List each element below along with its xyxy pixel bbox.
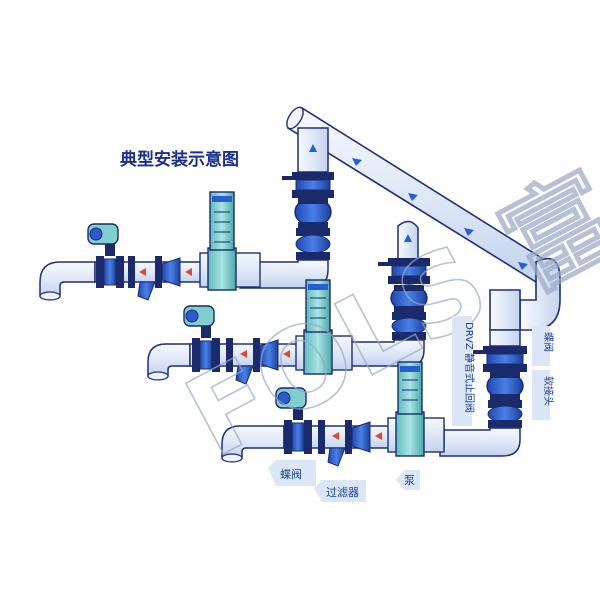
callout-flexible-joint: 软接头: [532, 370, 555, 420]
callout-butterfly-valve-right: 蝶阀: [532, 326, 555, 366]
pump1-motor: [209, 191, 235, 251]
riser-2: [344, 220, 430, 367]
callout-check-valve: DRVZ 静音式止回阀: [452, 316, 476, 426]
callout-pump: 泵: [396, 470, 420, 490]
riser3-butterfly-valve: [473, 346, 527, 372]
pump-1: [199, 191, 261, 291]
riser2-check-valve: [390, 284, 428, 312]
line1-butterfly-valve: [87, 223, 124, 288]
riser2-butterfly-valve: [378, 258, 430, 284]
diagram-title: 典型安装示意图: [120, 149, 239, 170]
line3-butterfly-valve: [275, 387, 312, 454]
line1-filter: [128, 256, 162, 301]
riser-3: [439, 329, 527, 457]
label-butterfly-valve-right: 蝶阀: [542, 332, 555, 352]
line2-filter: [226, 338, 260, 385]
callout-butterfly-valve-bottom: 蝶阀: [268, 460, 316, 486]
pump2-motor: [305, 279, 331, 333]
line2-butterfly-valve: [183, 305, 220, 372]
pump-2: [295, 279, 353, 375]
header-flow-arrows: [352, 158, 528, 270]
riser2-flexible-joint: [391, 312, 427, 340]
label-filter: 过滤器: [326, 486, 359, 499]
riser1-check-valve: [294, 197, 332, 228]
riser1-butterfly-valve: [282, 172, 334, 198]
label-flexible-joint: 软接头: [542, 376, 555, 406]
discharge-header: [286, 106, 561, 331]
label-check-valve: DRVZ 静音式止回阀: [463, 322, 476, 413]
riser1-flexible-joint: [295, 228, 331, 260]
riser3-flexible-joint: [487, 400, 523, 428]
riser3-check-valve: [486, 372, 524, 400]
label-butterfly-valve-bottom: 蝶阀: [280, 467, 302, 481]
callout-filter: 过滤器: [314, 480, 366, 502]
line3-filter: [318, 420, 352, 467]
pump-3: [387, 361, 445, 457]
label-pump: 泵: [404, 474, 415, 487]
pump3-motor: [397, 361, 423, 415]
